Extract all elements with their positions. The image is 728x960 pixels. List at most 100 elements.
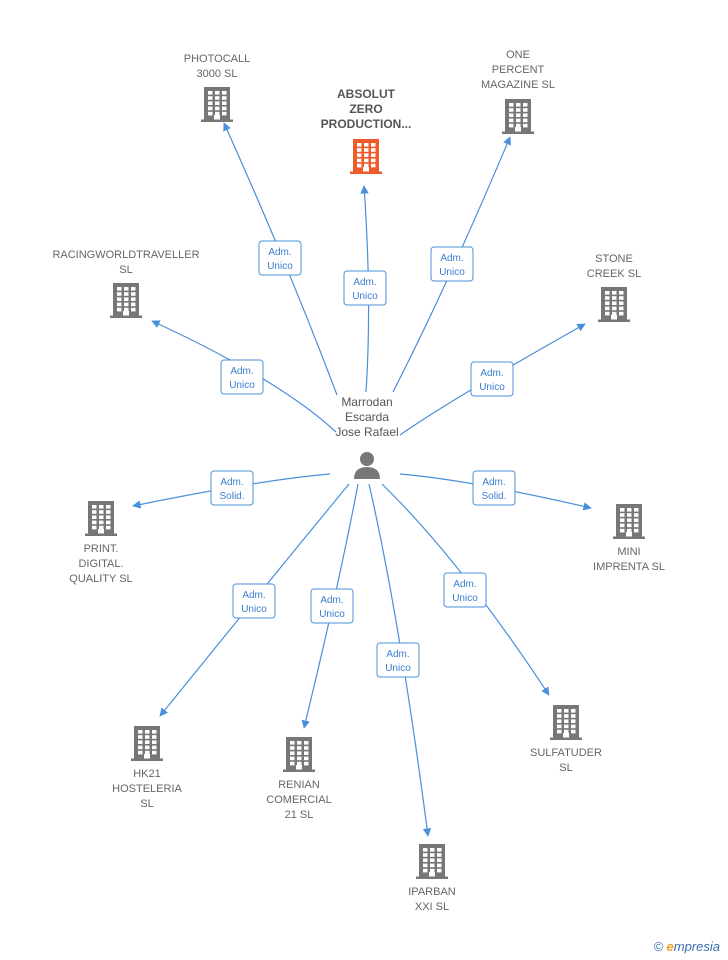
roles-layer: Adm.UnicoAdm.UnicoAdm.UnicoAdm.UnicoAdm.… <box>210 240 516 678</box>
building-icon <box>502 99 534 134</box>
role-text: Unico <box>439 267 465 278</box>
company-label-line: CREEK SL <box>587 268 641 280</box>
role-box[interactable] <box>470 361 514 397</box>
role-text: Unico <box>241 604 267 615</box>
role-badge-renian[interactable]: Adm. Unico <box>310 588 354 624</box>
company-node-stone-creek[interactable]: STONE CREEK SL <box>587 253 641 322</box>
company-node-iparban[interactable]: IPARBAN XXI SL <box>408 844 456 913</box>
company-label-line: QUALITY SL <box>69 573 132 585</box>
person-name-line: Escarda <box>345 410 389 424</box>
nodes-layer: PHOTOCALL 3000 SL ABSOLUTZEROPRODUCTION...… <box>52 49 665 913</box>
role-badge-photocall[interactable]: Adm. Unico <box>258 240 302 276</box>
role-text: Solid. <box>219 491 244 502</box>
company-label-line: ABSOLUT <box>337 87 396 101</box>
role-badge-iparban[interactable]: Adm.Unico <box>376 642 420 678</box>
company-label-line: PERCENT <box>492 64 545 76</box>
building-icon <box>201 87 233 122</box>
company-label-line: DIGITAL. <box>78 558 123 570</box>
company-label-line: HK21 <box>133 768 161 780</box>
company-label-line: ONE <box>506 49 530 61</box>
role-text: Adm. <box>268 247 291 258</box>
role-text: Adm. <box>453 579 476 590</box>
role-text: Adm. <box>480 368 503 379</box>
role-text: Adm. <box>440 253 463 264</box>
role-badge-sulfatuder[interactable]: Adm. Unico <box>443 572 487 608</box>
role-text: Adm. <box>353 277 376 288</box>
brand-initial: e <box>666 939 674 954</box>
company-label-line: HOSTELERIA <box>112 783 182 795</box>
company-label-line: SL <box>119 264 132 276</box>
role-text: Adm. <box>482 477 505 488</box>
role-box[interactable] <box>210 470 254 506</box>
role-text: Unico <box>479 382 505 393</box>
role-badge-one-percent[interactable]: Adm. Unico <box>430 246 474 282</box>
role-box[interactable] <box>232 583 276 619</box>
person-name-line: Marrodan <box>341 395 392 409</box>
role-box[interactable] <box>258 240 302 276</box>
company-node-print-digital[interactable]: PRINT.DIGITAL.QUALITY SL <box>69 501 133 585</box>
role-badge-hk21[interactable]: Adm. Unico <box>232 583 276 619</box>
role-badge-absolut[interactable]: Adm.Unico <box>343 270 387 306</box>
company-label-line: IPARBAN <box>408 886 456 898</box>
role-badge-print-digital[interactable]: Adm. Solid. <box>210 470 254 506</box>
role-box[interactable] <box>220 359 264 395</box>
company-node-photocall[interactable]: PHOTOCALL 3000 SL <box>184 53 250 122</box>
company-label-line: XXI SL <box>415 901 449 913</box>
company-node-one-percent[interactable]: ONE PERCENT MAGAZINE SL <box>481 49 555 134</box>
building-icon <box>131 726 163 761</box>
company-label-line: 3000 SL <box>197 68 238 80</box>
role-box[interactable] <box>472 470 516 506</box>
company-label-line: COMERCIAL <box>266 794 331 806</box>
role-text: Unico <box>385 663 411 674</box>
company-label-line: ZERO <box>349 102 382 116</box>
company-node-absolut[interactable]: ABSOLUTZEROPRODUCTION... <box>321 87 412 174</box>
role-text: Unico <box>319 609 345 620</box>
company-label-line: RENIAN <box>278 779 320 791</box>
edge-iparban <box>368 483 432 837</box>
role-text: Unico <box>452 593 478 604</box>
role-box[interactable] <box>443 572 487 608</box>
company-label-line: SULFATUDER <box>530 747 602 759</box>
person-name-line: Jose Rafael <box>335 425 398 439</box>
person-icon <box>354 452 380 479</box>
role-box[interactable] <box>310 588 354 624</box>
role-badge-mini-imprenta[interactable]: Adm. Solid. <box>472 470 516 506</box>
role-box[interactable] <box>343 270 387 306</box>
building-icon <box>416 844 448 879</box>
building-icon <box>550 705 582 740</box>
role-text: Solid. <box>481 491 506 502</box>
copyright-symbol: © <box>653 939 664 954</box>
role-text: Adm. <box>220 477 243 488</box>
edges-layer <box>132 122 592 837</box>
company-node-mini-imprenta[interactable]: MINI IMPRENTA SL <box>593 504 665 573</box>
role-text: Adm. <box>230 366 253 377</box>
company-label-line: IMPRENTA SL <box>593 561 665 573</box>
company-label-line: PRODUCTION... <box>321 117 412 131</box>
role-text: Unico <box>229 380 255 391</box>
role-text: Unico <box>267 261 293 272</box>
role-box[interactable] <box>430 246 474 282</box>
company-label-line: PHOTOCALL <box>184 53 250 65</box>
building-icon <box>350 139 382 174</box>
company-label-line: SL <box>140 798 153 810</box>
role-box[interactable] <box>376 642 420 678</box>
brand-name: mpresia <box>673 939 720 954</box>
building-icon <box>598 287 630 322</box>
role-badge-stone-creek[interactable]: Adm. Unico <box>470 361 514 397</box>
role-badge-racingworld[interactable]: Adm. Unico <box>220 359 264 395</box>
role-text: Adm. <box>320 595 343 606</box>
company-label-line: MAGAZINE SL <box>481 79 555 91</box>
watermark: ©empresia <box>654 939 720 954</box>
company-label-line: MINI <box>617 546 640 558</box>
building-icon <box>85 501 117 536</box>
company-label-line: STONE <box>595 253 633 265</box>
role-text: Adm. <box>242 590 265 601</box>
company-node-racingworld[interactable]: RACINGWORLDTRAVELLER SL <box>52 249 200 318</box>
company-label-line: RACINGWORLDTRAVELLER <box>52 249 199 261</box>
building-icon <box>283 737 315 772</box>
